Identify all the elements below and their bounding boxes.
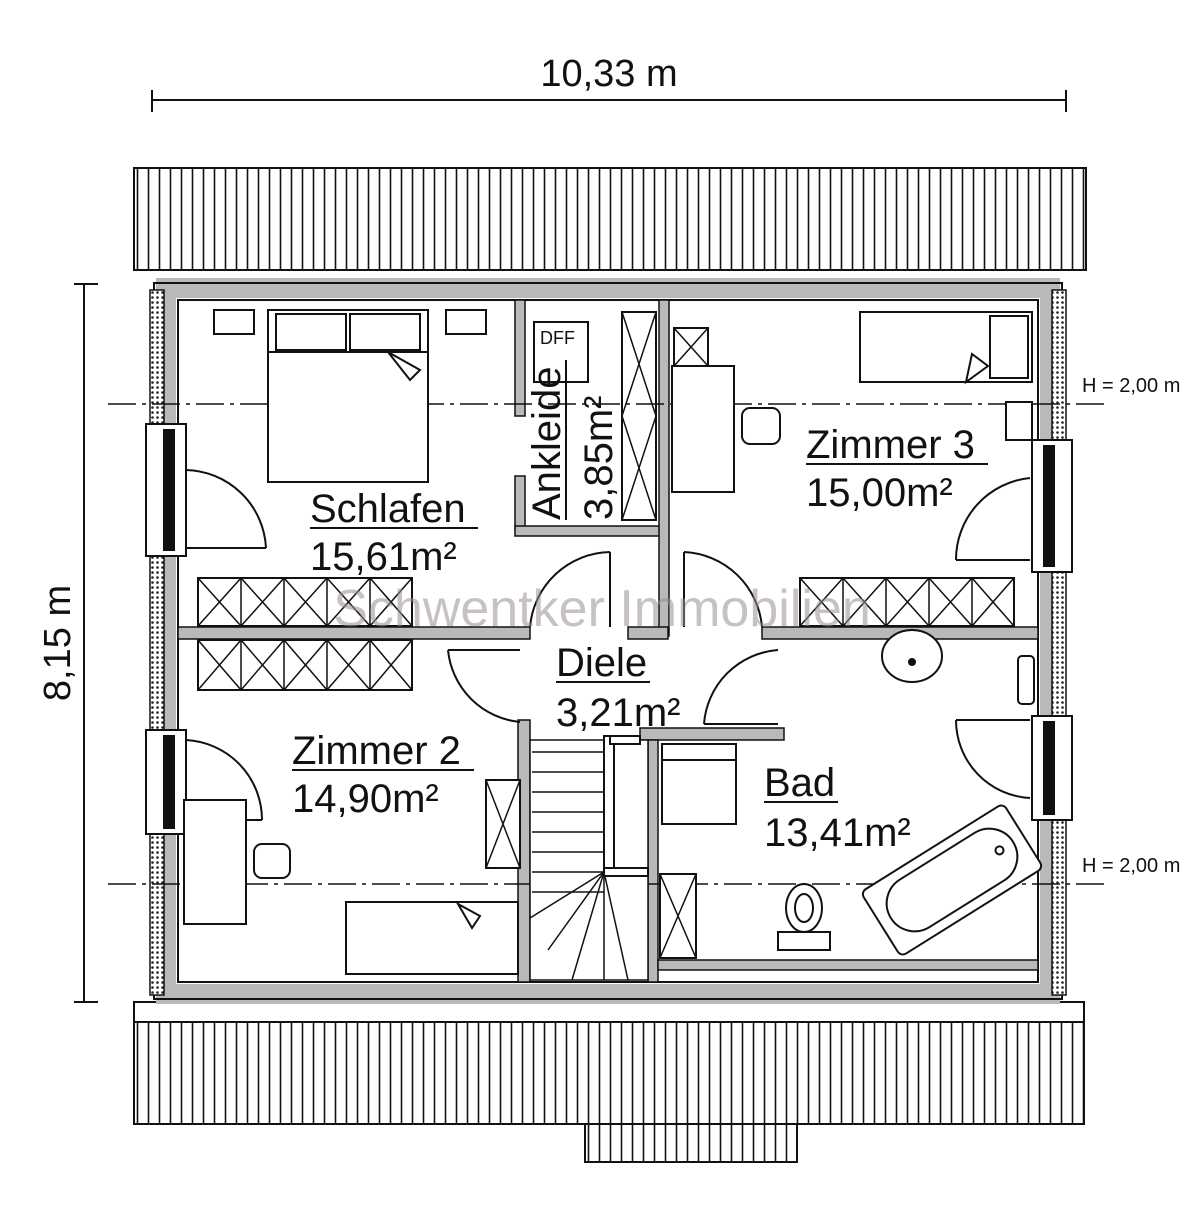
dff-label: DFF: [540, 328, 575, 348]
room-area-schlafen: 15,61m²: [310, 535, 457, 579]
room-bad: Bad 13,41m²: [764, 761, 911, 855]
room-name-bad: Bad: [764, 761, 835, 805]
width-dimension-label: 10,33 m: [540, 53, 677, 95]
height-dimension-label: 8,15 m: [37, 585, 79, 701]
room-schlafen: Schlafen 15,61m²: [310, 487, 478, 579]
cabinet-bad: [661, 743, 737, 825]
width-dimension: 10,33 m: [151, 53, 1067, 112]
windows: [145, 423, 1073, 835]
room-zimmer2: Zimmer 2 14,90m²: [292, 729, 474, 821]
desk-zimmer3: [671, 365, 735, 493]
room-name-schlafen: Schlafen: [310, 487, 466, 531]
furniture-zimmer3: [671, 311, 1033, 627]
height-dimension: 8,15 m: [37, 283, 98, 1003]
room-name-zimmer2: Zimmer 2: [292, 729, 461, 773]
room-diele: Diele 3,21m²: [556, 641, 681, 735]
room-zimmer3: Zimmer 3 15,00m²: [806, 423, 988, 515]
desk-zimmer2: [183, 799, 247, 925]
watermark: Schwentker Immobilien: [333, 580, 871, 638]
furniture-ankleide: DFF: [533, 311, 657, 521]
furniture-schlafen: [197, 309, 487, 627]
room-ankleide: Ankleide 3,85m²: [525, 360, 621, 520]
height-mark-lower: H = 2,00 m: [1082, 855, 1180, 877]
room-name-zimmer3: Zimmer 3: [806, 423, 975, 467]
room-area-ankleide: 3,85m²: [577, 396, 621, 521]
bed-zimmer2: [345, 901, 519, 975]
room-area-diele: 3,21m²: [556, 691, 681, 735]
staircase: [529, 735, 649, 981]
room-name-diele: Diele: [556, 641, 647, 685]
room-name-ankleide: Ankleide: [525, 367, 569, 520]
bathtub: [861, 804, 1043, 956]
room-area-bad: 13,41m²: [764, 811, 911, 855]
washbasin: [881, 629, 943, 683]
furniture-zimmer2: [183, 639, 521, 975]
furniture-bad: [659, 629, 1043, 959]
roof-top: [133, 167, 1087, 271]
height-mark-upper: H = 2,00 m: [1082, 375, 1180, 397]
toilet: [777, 931, 831, 951]
roof-bottom: [133, 1001, 1085, 1163]
room-area-zimmer3: 15,00m²: [806, 471, 953, 515]
room-area-zimmer2: 14,90m²: [292, 777, 439, 821]
